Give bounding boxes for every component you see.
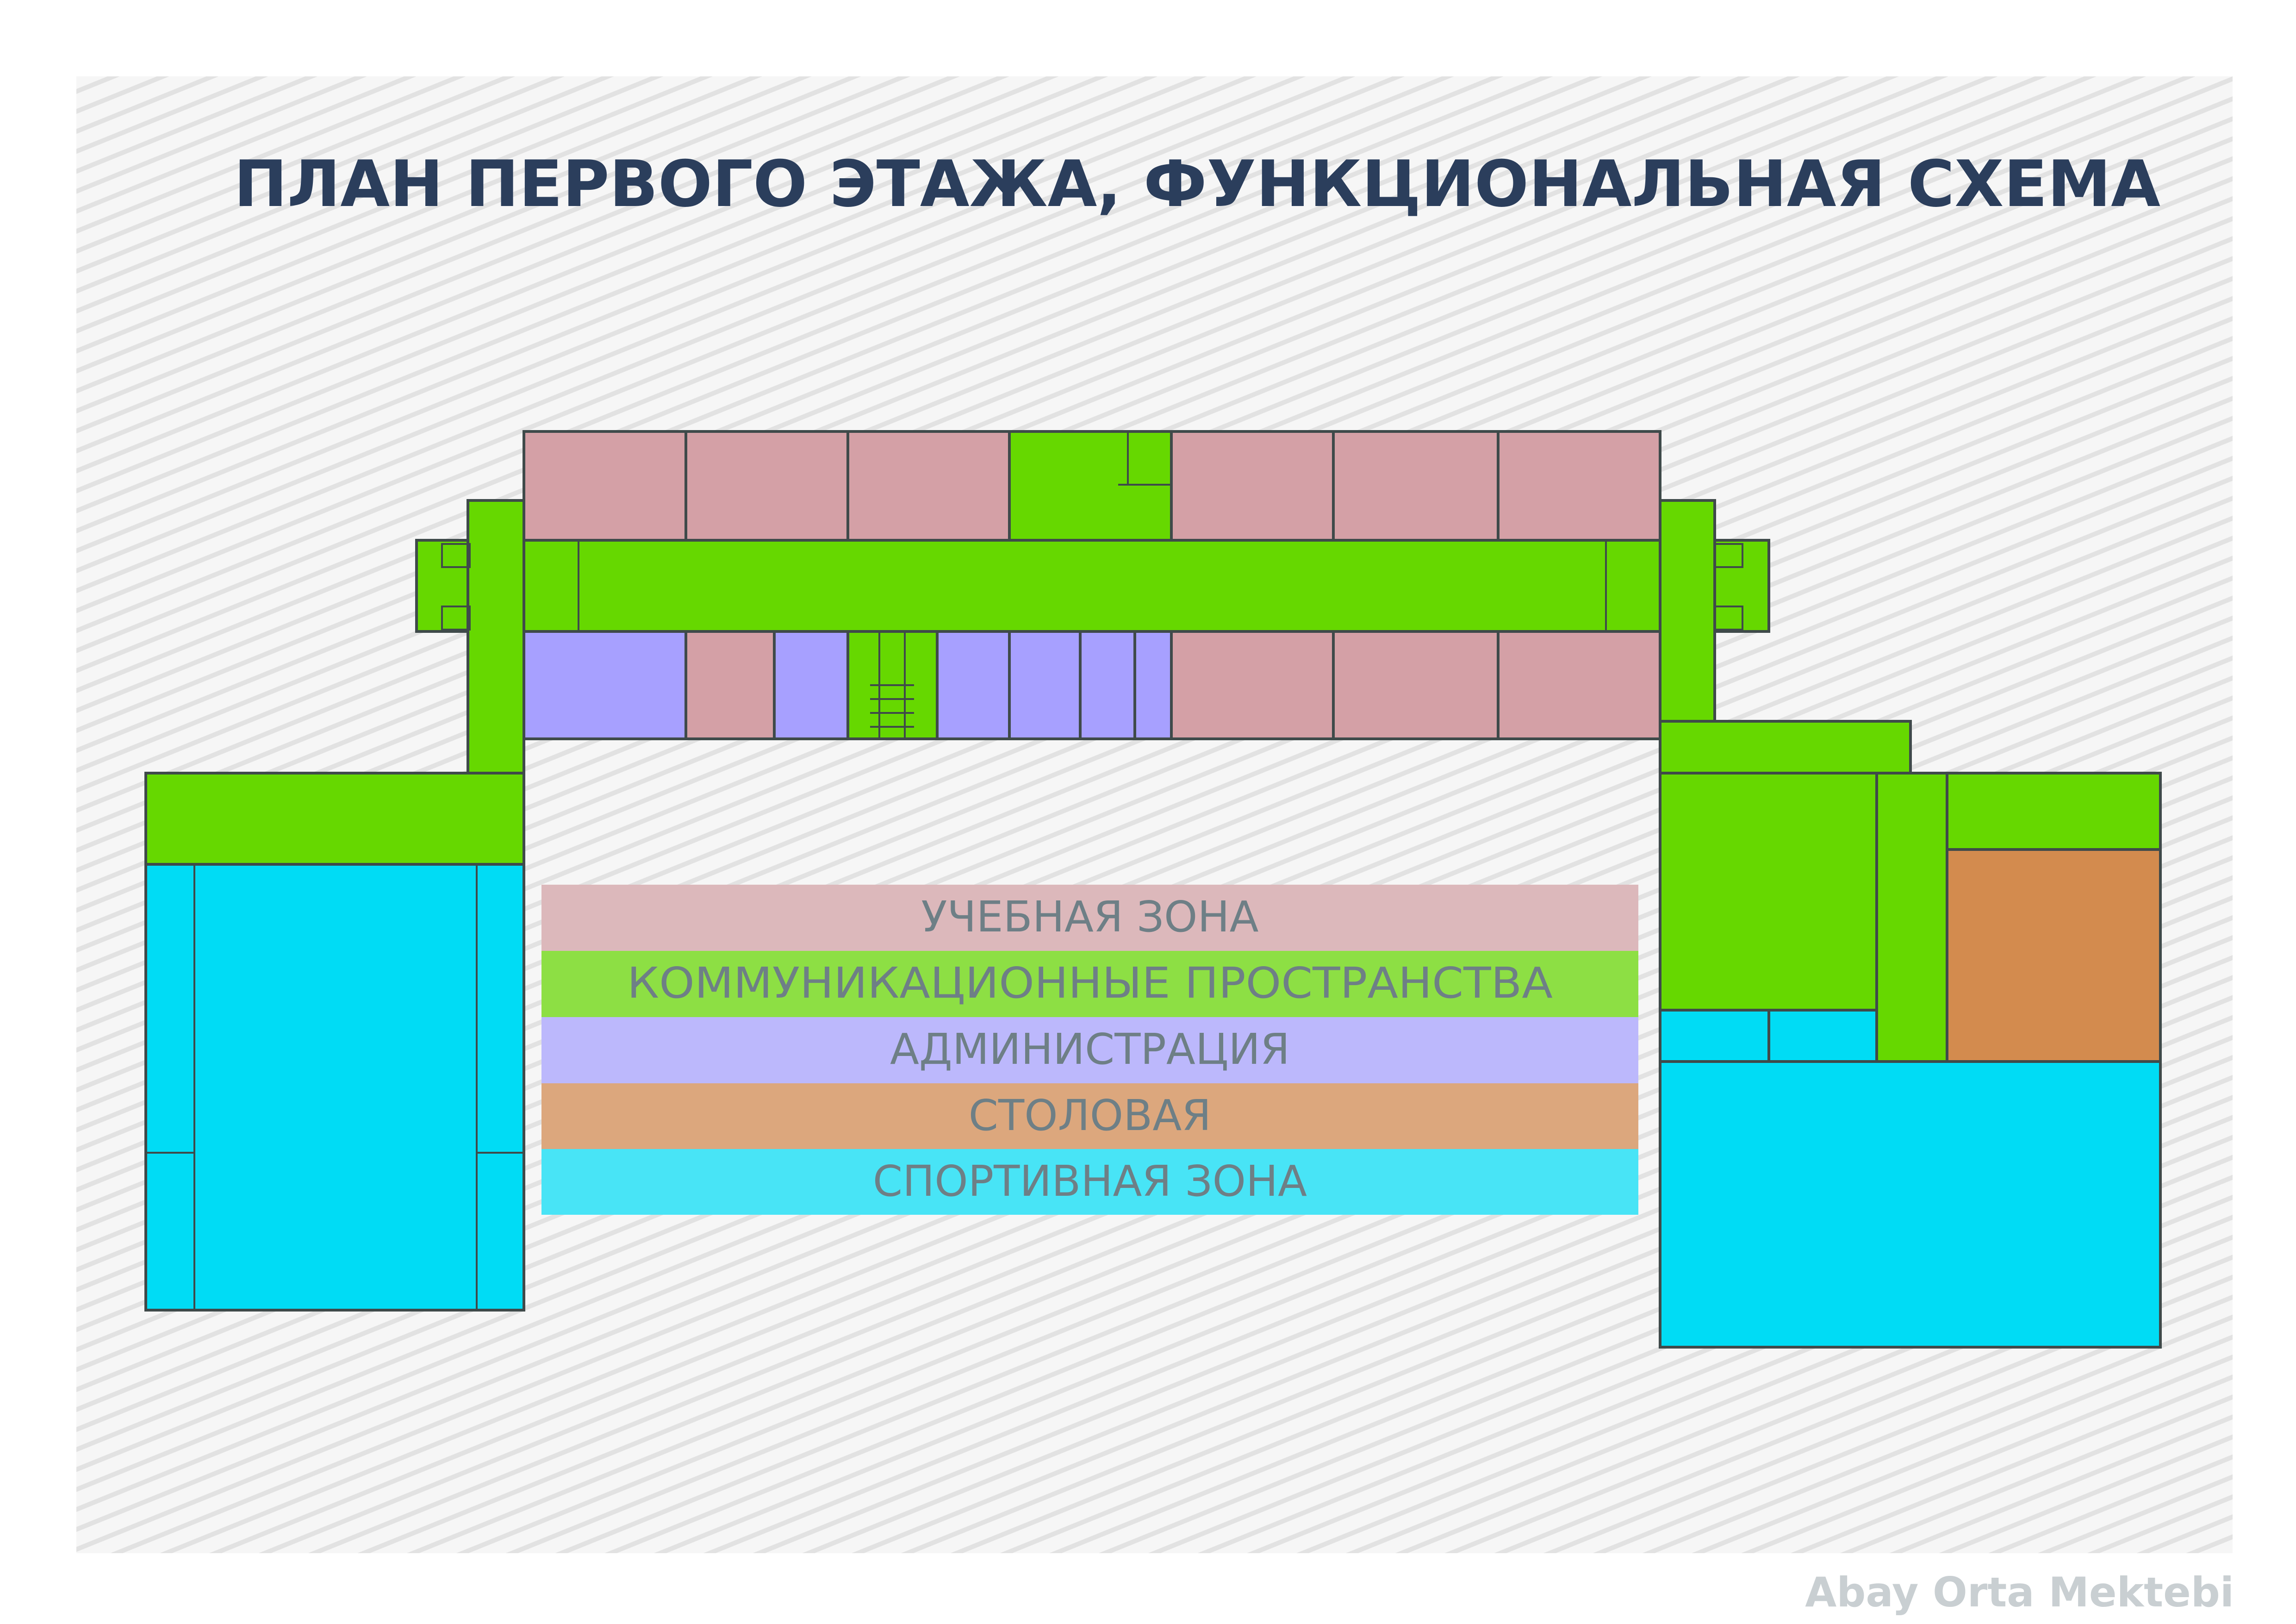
administration-zone xyxy=(523,630,1173,740)
floor-plan xyxy=(144,430,2162,1349)
legend-swatch xyxy=(541,951,1638,1017)
legend-item-canteen: СТОЛОВАЯ xyxy=(541,1083,1638,1149)
interior-lines xyxy=(146,431,1607,1310)
legend-label: СПОРТИВНАЯ ЗОНА xyxy=(873,1156,1307,1206)
legend-label: СТОЛОВАЯ xyxy=(969,1091,1211,1140)
legend: УЧЕБНАЯ ЗОНА КОММУНИКАЦИОННЫЕ ПРОСТРАНСТ… xyxy=(541,885,1638,1215)
legend-item-education: УЧЕБНАЯ ЗОНА xyxy=(541,885,1638,951)
legend-label: УЧЕБНАЯ ЗОНА xyxy=(921,892,1258,942)
legend-label: АДМИНИСТРАЦИЯ xyxy=(890,1024,1290,1074)
legend-item-communication: КОММУНИКАЦИОННЫЕ ПРОСТРАНСТВА xyxy=(541,951,1638,1017)
communication-zone xyxy=(144,430,2162,1063)
legend-swatch xyxy=(541,1017,1638,1083)
stairs-icon xyxy=(441,543,1743,631)
sport-zone xyxy=(144,863,2162,1349)
canteen-zone xyxy=(1946,848,2162,1063)
education-zone xyxy=(523,430,1661,740)
legend-swatch xyxy=(541,885,1638,951)
page-title: ПЛАН ПЕРВОГО ЭТАЖА, ФУНКЦИОНАЛЬНАЯ СХЕМА xyxy=(234,147,2160,221)
watermark: Abay Orta Mektebi xyxy=(1805,1568,2234,1616)
legend-swatch xyxy=(541,1083,1638,1149)
legend-label: КОММУНИКАЦИОННЫЕ ПРОСТРАНСТВА xyxy=(627,958,1553,1008)
legend-item-administration: АДМИНИСТРАЦИЯ xyxy=(541,1017,1638,1083)
legend-item-sport: СПОРТИВНАЯ ЗОНА xyxy=(541,1149,1638,1215)
legend-swatch xyxy=(541,1149,1638,1215)
